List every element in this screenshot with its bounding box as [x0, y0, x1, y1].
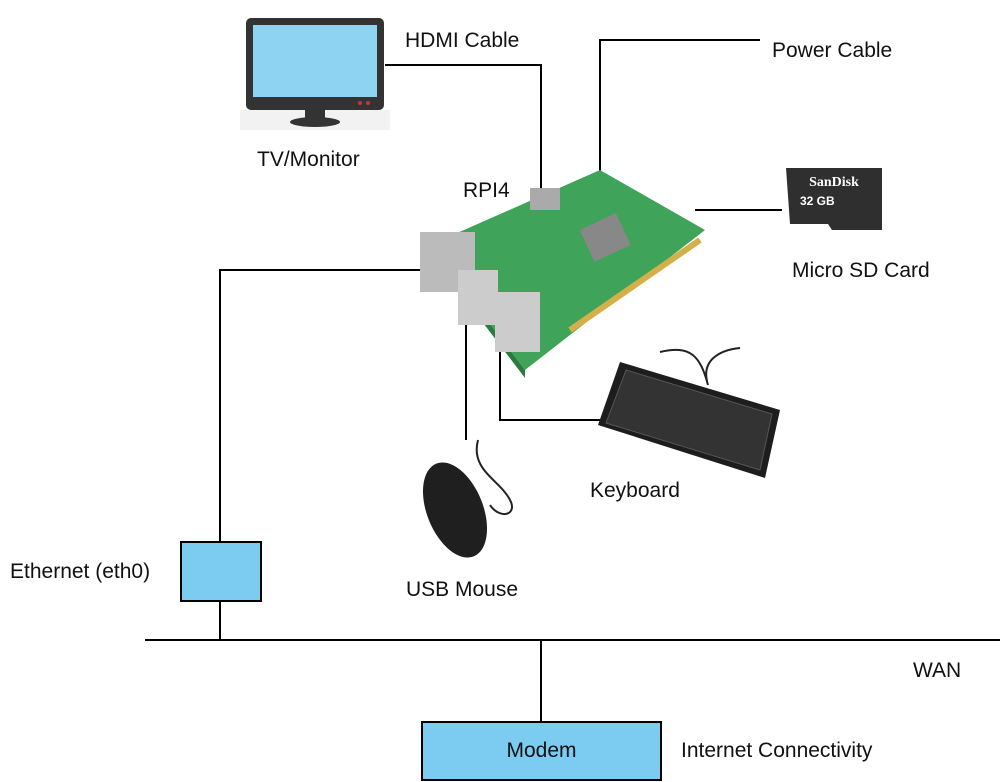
keyboard-label: Keyboard [590, 479, 680, 502]
monitor-label: TV/Monitor [257, 148, 360, 171]
monitor-icon [240, 18, 390, 130]
keyboard-icon [598, 347, 780, 478]
mouse-icon [422, 439, 513, 558]
keyboard-line [499, 340, 600, 421]
ethernet-line [219, 269, 420, 541]
mouse-label: USB Mouse [406, 578, 519, 601]
internet-connectivity-label: Internet Connectivity [681, 739, 873, 762]
power-cable-label: Power Cable [772, 39, 893, 62]
connectors [145, 39, 1000, 721]
sd-card-label: Micro SD Card [792, 259, 930, 282]
modem-label: Modem [506, 739, 577, 762]
power-cable-line [599, 39, 760, 175]
ethernet-label: Ethernet (eth0) [10, 560, 151, 583]
rpi-label: RPI4 [463, 179, 510, 202]
hdmi-cable-label: HDMI Cable [405, 29, 520, 52]
hdmi-cable-line [385, 64, 542, 190]
ethernet-box [180, 541, 262, 602]
sd-card-icon: SanDisk 32 GB [786, 168, 882, 230]
modem-box: Modem [421, 721, 662, 781]
svg-text:SanDisk: SanDisk [809, 175, 859, 190]
raspberry-pi-board-icon [420, 170, 705, 378]
svg-text:32 GB: 32 GB [800, 194, 835, 208]
wan-label: WAN [913, 659, 962, 682]
